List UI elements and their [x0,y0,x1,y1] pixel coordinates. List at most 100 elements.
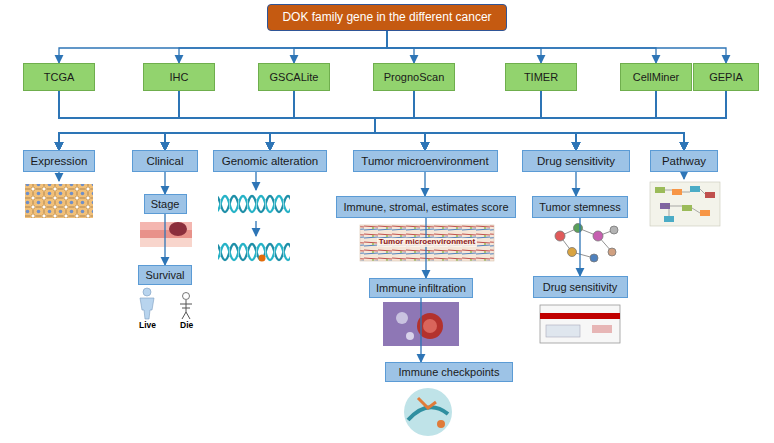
connector-arrow [59,91,576,150]
connector-arrow [270,91,541,150]
node-text: PrognoScan [384,71,445,83]
connector-arrow [375,91,726,150]
sub-box: Tumor stemness [532,196,628,218]
connector-arrow [179,91,576,150]
connector-arrow [375,91,726,150]
connector-arrow [387,31,541,63]
leader-arrow [255,172,256,190]
connector-arrow [387,31,656,63]
node-text: TIMER [524,71,558,83]
node-text: Pathway [662,155,706,168]
node-text: Expression [31,155,88,168]
connector-arrow [164,214,165,265]
connector-arrow [59,91,375,150]
connector-arrow [165,91,656,150]
title-box: DOK family gene in the different cancer [267,4,507,31]
analysis-box: Drug sensitivity [522,150,630,172]
sub-box: Survival [138,265,192,285]
source-box: TCGA [23,63,95,91]
node-text: Tumor microenvironment [361,155,488,168]
connector-arrow [294,91,684,150]
connector-arrow [179,91,684,150]
connector-arrow [387,31,726,63]
dna-illustration [218,242,290,266]
node-text: GEPIA [709,71,743,83]
node-text: Drug sensitivity [543,281,618,293]
connector-arrow [270,91,414,150]
stemness-illustration [555,224,618,263]
leader-arrow [58,172,59,181]
node-text: Tumor stemness [539,201,621,213]
connector-arrow [59,91,375,150]
node-text: Genomic alteration [222,155,319,168]
sub-box: Stage [144,194,187,214]
connector-arrow [375,91,726,150]
dna-illustration [218,194,290,218]
node-text: Immune, stromal, estimates score [343,201,508,213]
connector-arrow [59,91,375,150]
connector-arrow [59,91,541,150]
node-text: Stage [151,198,180,210]
connector-arrow [375,91,425,150]
connector-arrow [375,91,656,150]
node-text: Survival [145,269,184,281]
connector-arrow [164,172,165,194]
connector-arrow [375,91,684,150]
connector-arrow [59,91,414,150]
figure-label: Live [137,321,158,330]
leader-arrow [683,172,684,179]
connector-arrow [420,298,421,362]
mutation-dot [259,255,266,262]
checkpoint-illustration [404,388,452,436]
connector-arrow [179,91,425,150]
node-text: CellMiner [633,71,679,83]
connector-arrow [270,91,726,150]
connector-arrow [375,91,656,150]
analysis-box: Tumor microenvironment [353,150,498,172]
connector-arrow [375,91,684,150]
analysis-box: Expression [23,150,95,172]
connector-arrow [165,91,414,150]
connector-arrow [165,91,541,150]
node-text: Immune infiltration [376,282,466,294]
node-text: Immune checkpoints [399,366,500,378]
node-text: IHC [170,71,189,83]
node-text: DOK family gene in the different cancer [282,11,491,24]
figure-label: Tumor microenvironment [377,238,477,247]
sub-box: Drug sensitivity [533,276,628,298]
connector-arrow [579,218,580,276]
connector-arrow [294,91,576,150]
connector-arrow [59,91,375,150]
node-text: GSCALite [270,71,319,83]
pathway-illustration [650,182,720,226]
connector-arrow [375,91,576,150]
source-box: GSCALite [258,63,330,91]
connector-arrow [424,172,425,196]
analysis-box: Pathway [650,150,718,172]
tme-illustration [360,225,494,261]
sub-box: Immune, stromal, estimates score [336,196,516,218]
connector-arrow [59,91,656,150]
node-text: Drug sensitivity [537,155,615,168]
source-box: CellMiner [620,63,692,91]
leader-arrow [255,221,256,236]
connector-arrow [294,31,387,63]
connector-arrow [59,91,425,150]
figure-label: Die [178,321,195,330]
connector-arrow [375,91,576,150]
node-text: Clinical [146,155,183,168]
analysis-box: Clinical [132,150,198,172]
connector-arrow [270,91,375,150]
connector-arrow [375,91,684,150]
sub-box: Immune checkpoints [385,362,513,382]
node-text: TCGA [44,71,75,83]
source-box: IHC [143,63,215,91]
survival-illustration [140,288,192,319]
connector-arrow [59,31,387,63]
skin-illustration [140,222,192,247]
analysis-box: Genomic alteration [213,150,327,172]
connector-arrow [575,172,576,196]
sub-box: Immune infiltration [369,278,473,298]
connector-arrow [165,91,726,150]
